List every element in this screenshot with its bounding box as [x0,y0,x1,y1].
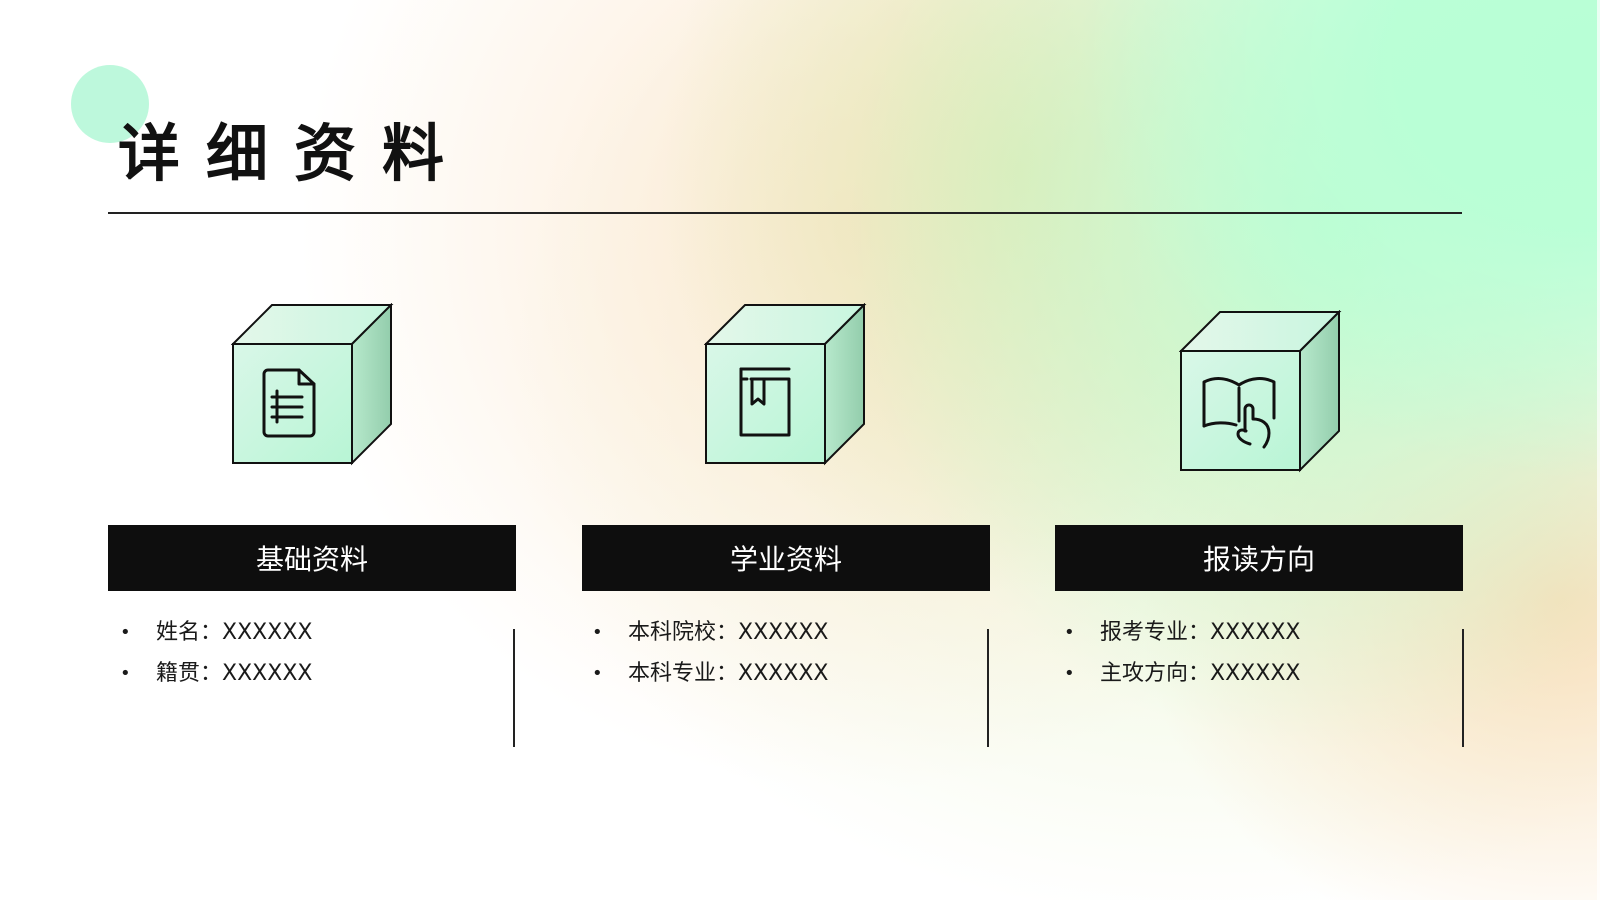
section-header-academic: 学业资料 [582,525,990,591]
list-item: •籍贯：XXXXXX [108,656,312,697]
page-title: 详细资料 [118,117,471,190]
section-header-basic: 基础资料 [108,525,516,591]
column-divider [987,629,989,747]
cube-academic-info [704,303,868,467]
bullet: • [592,663,603,684]
bullet: • [1064,622,1075,643]
list-item: •本科院校：XXXXXX [580,615,828,656]
bullet: • [592,622,603,643]
open-book-hand-icon [1202,377,1276,449]
decorative-circle [71,65,149,143]
bookmark-book-icon [739,367,791,437]
column-divider [513,629,515,747]
list-item: •主攻方向：XXXXXX [1052,656,1300,697]
list-item: •报考专业：XXXXXX [1052,615,1300,656]
cube-basic-info [231,303,395,467]
academic-info-list: •本科院校：XXXXXX •本科专业：XXXXXX [580,615,828,697]
section-header-direction: 报读方向 [1055,525,1463,591]
column-divider [1462,629,1464,747]
list-item: •姓名：XXXXXX [108,615,312,656]
bullet: • [1064,663,1075,684]
bullet: • [120,663,131,684]
bullet: • [120,622,131,643]
title-divider [108,212,1462,214]
edge-strip [1597,0,1600,900]
document-lines-icon [262,368,316,438]
cube-study-direction [1179,310,1343,474]
direction-info-list: •报考专业：XXXXXX •主攻方向：XXXXXX [1052,615,1300,697]
list-item: •本科专业：XXXXXX [580,656,828,697]
basic-info-list: •姓名：XXXXXX •籍贯：XXXXXX [108,615,312,697]
